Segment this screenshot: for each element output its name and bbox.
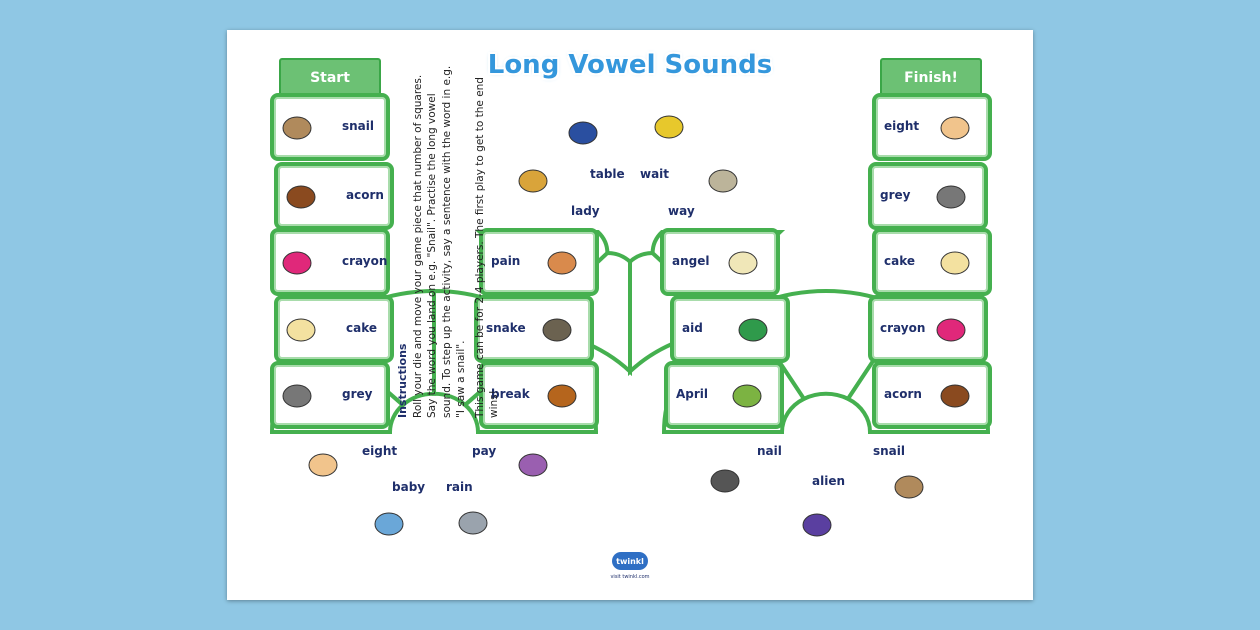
calendar-icon bbox=[730, 377, 764, 411]
square-word: grey bbox=[342, 387, 373, 401]
signpost-icon bbox=[706, 162, 740, 196]
square-word: nail bbox=[757, 444, 782, 458]
instructions-text: Roll your die and move your game piece t… bbox=[411, 65, 468, 418]
snail-icon bbox=[280, 109, 314, 143]
square-word: aid bbox=[682, 321, 703, 335]
square-word: crayon bbox=[342, 254, 388, 268]
instructions-players: This game can be for 2-4 players. The fi… bbox=[473, 77, 501, 418]
square-word: snail bbox=[342, 119, 375, 133]
crayon-icon bbox=[280, 244, 314, 278]
square-word: cake bbox=[346, 321, 378, 335]
alien-icon bbox=[800, 506, 834, 540]
board-square[interactable] bbox=[270, 361, 390, 429]
square-word: crayon bbox=[880, 321, 926, 335]
board-square[interactable] bbox=[868, 295, 988, 363]
page-title: Long Vowel Sounds bbox=[487, 50, 773, 80]
instructions: Instructions Roll your die and move your… bbox=[396, 58, 502, 418]
square-word: snail bbox=[873, 444, 906, 458]
square-word: wait bbox=[640, 167, 670, 181]
start-header: Start bbox=[279, 58, 381, 98]
square-word: baby bbox=[392, 480, 426, 494]
square-word: grey bbox=[880, 188, 911, 202]
board-square[interactable] bbox=[474, 295, 594, 363]
crayon-icon bbox=[934, 311, 968, 345]
snail-icon bbox=[892, 468, 926, 502]
board-square[interactable] bbox=[872, 361, 992, 429]
square-word: alien bbox=[812, 474, 846, 488]
board-square[interactable] bbox=[479, 228, 599, 296]
first-aid-kit-icon bbox=[736, 311, 770, 345]
square-word: way bbox=[668, 204, 695, 218]
snake-icon bbox=[540, 311, 574, 345]
angel-icon bbox=[726, 244, 760, 278]
board-square[interactable] bbox=[868, 162, 988, 230]
twinkl-logo: twinkl bbox=[612, 552, 648, 570]
grey-splat-icon bbox=[280, 377, 314, 411]
board-square[interactable] bbox=[872, 93, 992, 161]
square-word: April bbox=[676, 387, 709, 401]
hands-icon bbox=[938, 109, 972, 143]
square-word: table bbox=[590, 167, 625, 181]
board-square[interactable] bbox=[670, 295, 790, 363]
twinkl-url: visit twinkl.com bbox=[610, 574, 650, 580]
board-square[interactable] bbox=[660, 228, 780, 296]
person-paying-icon bbox=[516, 446, 550, 480]
square-word: acorn bbox=[346, 188, 384, 202]
square-word: pain bbox=[491, 254, 521, 268]
square-word: rain bbox=[446, 480, 473, 494]
square-word: cake bbox=[884, 254, 916, 268]
square-word: eight bbox=[362, 444, 398, 458]
board-square[interactable] bbox=[872, 228, 992, 296]
acorn-icon bbox=[938, 377, 972, 411]
baby-icon bbox=[372, 505, 406, 539]
board-square[interactable] bbox=[664, 361, 784, 429]
broken-stick-icon bbox=[545, 377, 579, 411]
rain-cloud-icon bbox=[456, 504, 490, 538]
square-word: snake bbox=[486, 321, 526, 335]
square-word: lady bbox=[571, 204, 600, 218]
lady-icon bbox=[516, 162, 550, 196]
cake-icon bbox=[284, 311, 318, 345]
table-icon bbox=[566, 114, 600, 148]
square-word: pay bbox=[472, 444, 497, 458]
square-word: angel bbox=[672, 254, 710, 268]
square-word: break bbox=[491, 387, 530, 401]
cake-icon bbox=[938, 244, 972, 278]
nail-icon bbox=[708, 462, 742, 496]
finish-header: Finish! bbox=[880, 58, 982, 98]
instructions-heading: Instructions bbox=[396, 343, 409, 418]
hands-icon bbox=[306, 446, 340, 480]
square-word: acorn bbox=[884, 387, 922, 401]
grey-splat-icon bbox=[934, 178, 968, 212]
square-word: eight bbox=[884, 119, 920, 133]
lollipop-lady-icon bbox=[652, 108, 686, 142]
board-square[interactable] bbox=[479, 361, 599, 429]
acorn-icon bbox=[284, 178, 318, 212]
person-in-pain-icon bbox=[545, 244, 579, 278]
